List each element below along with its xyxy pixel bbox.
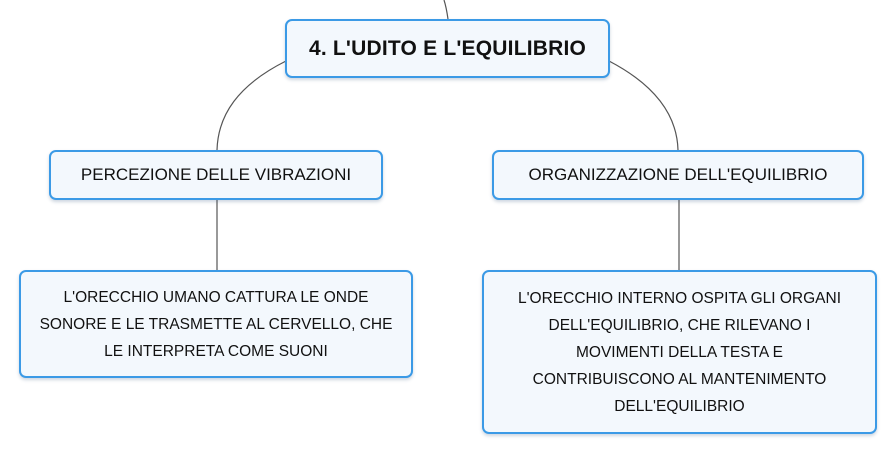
detail-line: DELL'EQUILIBRIO xyxy=(614,397,745,415)
detail-line: SONORE E LE TRASMETTE AL CERVELLO, CHE xyxy=(39,315,393,333)
connector-root-to-branch-left xyxy=(216,60,287,151)
connector-parent-to-root xyxy=(443,0,449,20)
detail-line: L'ORECCHIO INTERNO OSPITA GLI ORGANI xyxy=(517,289,842,307)
connector-root-to-branch-right xyxy=(608,60,679,151)
detail-node-equilibrio[interactable]: L'ORECCHIO INTERNO OSPITA GLI ORGANI DEL… xyxy=(482,270,877,434)
detail-text-vibrazioni: L'ORECCHIO UMANO CATTURA LE ONDE SONORE … xyxy=(40,284,393,365)
branch-node-equilibrio[interactable]: ORGANIZZAZIONE DELL'EQUILIBRIO xyxy=(492,150,864,200)
root-topic-label: 4. L'UDITO E L'EQUILIBRIO xyxy=(308,36,587,60)
branch-label-equilibrio: ORGANIZZAZIONE DELL'EQUILIBRIO xyxy=(528,165,828,184)
branch-node-vibrazioni[interactable]: PERCEZIONE DELLE VIBRAZIONI xyxy=(49,150,383,200)
root-topic-node[interactable]: 4. L'UDITO E L'EQUILIBRIO xyxy=(285,19,610,78)
detail-line: DELL'EQUILIBRIO, CHE RILEVANO I xyxy=(548,316,811,334)
detail-line: MOVIMENTI DELLA TESTA E xyxy=(575,343,783,361)
detail-text-equilibrio: L'ORECCHIO INTERNO OSPITA GLI ORGANI DEL… xyxy=(518,285,841,420)
detail-node-vibrazioni[interactable]: L'ORECCHIO UMANO CATTURA LE ONDE SONORE … xyxy=(19,270,413,378)
branch-label-vibrazioni: PERCEZIONE DELLE VIBRAZIONI xyxy=(80,165,352,184)
detail-line: CONTRIBUISCONO AL MANTENIMENTO xyxy=(532,370,827,388)
detail-line: LE INTERPRETA COME SUONI xyxy=(104,342,328,360)
detail-line: L'ORECCHIO UMANO CATTURA LE ONDE xyxy=(63,288,369,306)
